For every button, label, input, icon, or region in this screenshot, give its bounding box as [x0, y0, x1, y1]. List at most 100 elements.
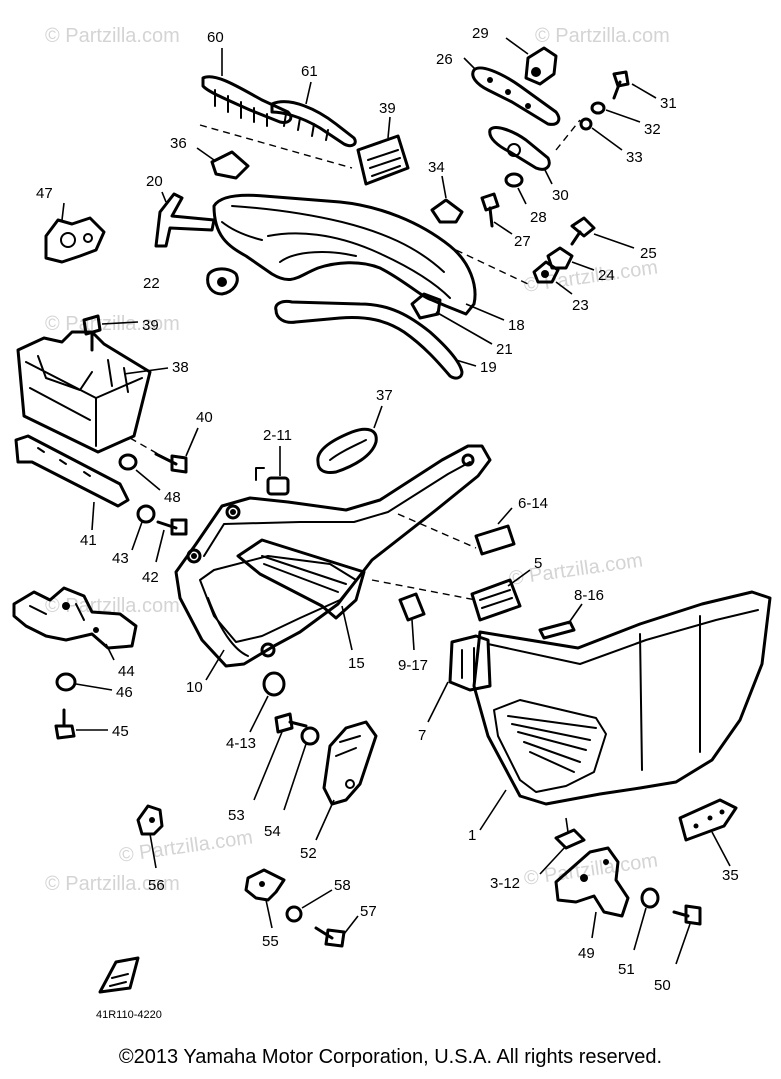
- callout-label: 39: [379, 100, 396, 117]
- callout-label: 44: [118, 663, 135, 680]
- callout-label: 61: [301, 63, 318, 80]
- part-54-washer: [283, 726, 320, 811]
- part-60-grab-rubber: [201, 48, 293, 127]
- callout-label: 39: [142, 317, 159, 334]
- part-42-bolt: [155, 518, 188, 563]
- callout-label: 50: [654, 977, 671, 994]
- part-48-damper: [118, 453, 161, 491]
- callout-label: 41: [80, 532, 97, 549]
- part-55-holder: [244, 868, 286, 929]
- watermarks: © Partzilla.com © Partzilla.com © Partzi…: [45, 25, 670, 895]
- callout-label: 28: [530, 209, 547, 226]
- assembly-line: [397, 513, 477, 549]
- front-direction-marker: [98, 956, 140, 994]
- callout-label: 30: [552, 187, 569, 204]
- diagram-code: 41R110-4220: [96, 1009, 162, 1021]
- callout-label: 26: [436, 51, 453, 68]
- part-21-damper: [410, 292, 493, 345]
- watermark-text: © Partzilla.com: [45, 873, 180, 895]
- part-26-bracket: [463, 57, 561, 126]
- part-23-grommet: [532, 260, 573, 295]
- part-32-washer: [590, 101, 641, 123]
- callout-label: 40: [196, 409, 213, 426]
- callout-label: 43: [112, 550, 129, 567]
- part-2-11-grommet: [255, 446, 290, 496]
- callout-label: 18: [508, 317, 525, 334]
- callout-label: 19: [480, 359, 497, 376]
- part-5-plate: [470, 569, 531, 622]
- callout-label: 56: [148, 877, 165, 894]
- callout-label: 45: [112, 723, 129, 740]
- callout-label: 48: [164, 489, 181, 506]
- callout-label: 8-16: [574, 587, 604, 604]
- callout-label: 23: [572, 297, 589, 314]
- callout-label: 24: [598, 267, 615, 284]
- part-46-damper: [55, 672, 113, 692]
- part-41-bracket: [14, 434, 130, 531]
- callout-label: 15: [348, 655, 365, 672]
- part-33-washer: [579, 117, 623, 151]
- part-43-washer: [131, 504, 156, 551]
- part-58-nut: [285, 889, 333, 923]
- assembly-line: [129, 437, 173, 463]
- callout-label: 3-12: [490, 875, 520, 892]
- part-9-17-damper: [398, 592, 426, 651]
- part-29-cap: [505, 37, 558, 86]
- callout-label: 25: [640, 245, 657, 262]
- callout-label: 60: [207, 29, 224, 46]
- part-45-bolt: [54, 708, 108, 740]
- part-22-grommet: [206, 267, 239, 296]
- callout-label: 57: [360, 903, 377, 920]
- assembly-line: [555, 119, 581, 151]
- callout-label: 51: [618, 961, 635, 978]
- part-1-side-cover: [472, 590, 772, 831]
- part-27-screw: [480, 192, 513, 235]
- callout-label: 27: [514, 233, 531, 250]
- callout-label: 5: [534, 555, 542, 572]
- part-15-panel: [236, 538, 366, 651]
- callout-label: 55: [262, 933, 279, 950]
- callout-label: 33: [626, 149, 643, 166]
- part-39-plate: [356, 116, 410, 186]
- part-35-bracket: [678, 798, 738, 867]
- callout-label: 10: [186, 679, 203, 696]
- part-44-holder: [12, 586, 138, 661]
- part-37-emblem: [316, 405, 383, 474]
- part-18-tail-cover: [212, 193, 529, 321]
- part-56-clamp: [136, 804, 164, 869]
- callout-label: 53: [228, 807, 245, 824]
- part-31-bolt: [612, 70, 657, 100]
- part-50-bolt: [672, 904, 702, 965]
- part-57-bolt: [314, 915, 359, 948]
- part-47-bracket: [44, 202, 106, 264]
- part-39-bolt: [82, 314, 139, 352]
- part-61-grab-rubber: [270, 81, 357, 148]
- part-40-bolt: [154, 427, 199, 474]
- part-38-box: [16, 330, 169, 454]
- watermark-text: © Partzilla.com: [508, 549, 645, 590]
- callout-label: 38: [172, 359, 189, 376]
- callout-label: 4-13: [226, 735, 256, 752]
- callout-label: 22: [143, 275, 160, 292]
- part-49-bracket: [554, 846, 630, 939]
- callout-label: 52: [300, 845, 317, 862]
- callout-label: 9-17: [398, 657, 428, 674]
- callout-label: 2-11: [263, 427, 292, 444]
- part-30-bracket: [488, 126, 553, 185]
- part-51-washer: [633, 887, 660, 951]
- callout-label: 20: [146, 173, 163, 190]
- callout-label: 21: [496, 341, 513, 358]
- callout-label: 31: [660, 95, 677, 112]
- part-25-bolt: [570, 216, 635, 249]
- part-53-bolt: [253, 712, 308, 801]
- assembly-line: [371, 579, 477, 601]
- callout-label: 46: [116, 684, 133, 701]
- part-28-washer: [504, 172, 527, 205]
- part-8-16-strip: [538, 603, 583, 640]
- callout-label: 32: [644, 121, 661, 138]
- part-3-12-damper: [539, 817, 586, 875]
- callout-label: 49: [578, 945, 595, 962]
- callout-label: 6-14: [518, 495, 548, 512]
